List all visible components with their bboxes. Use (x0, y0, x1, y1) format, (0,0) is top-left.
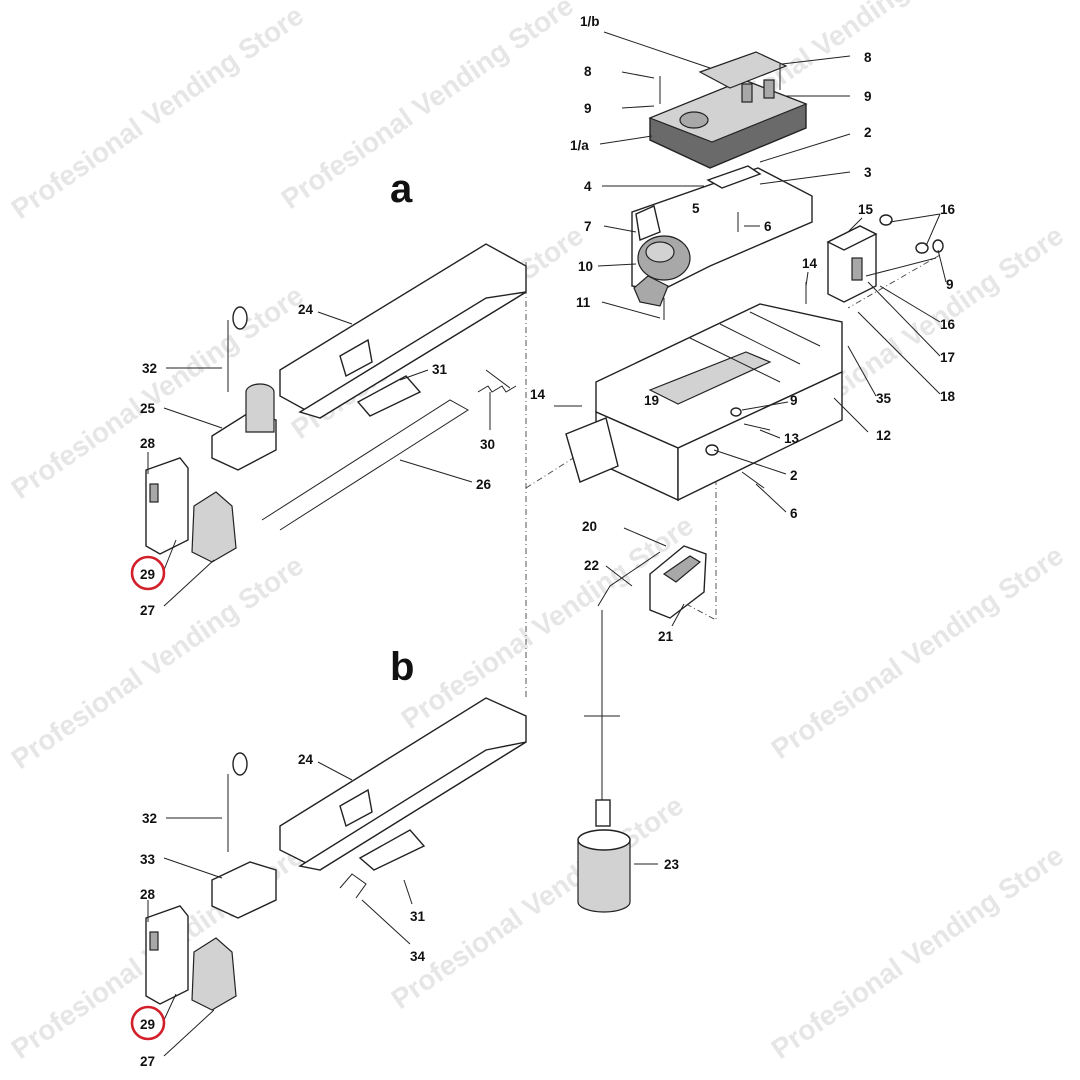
leader-lines-a (147, 311, 491, 607)
part-label: 9 (790, 393, 798, 408)
part-label: 15 (858, 202, 874, 217)
section-a-assembly (145, 243, 527, 563)
part-label: 28 (140, 887, 156, 902)
part-label: 6 (790, 506, 798, 521)
watermark-text: Profesional Vending Store (766, 840, 1069, 1065)
counterweight (577, 799, 631, 913)
motor-gearbox (648, 51, 808, 169)
section-a-label: a (390, 167, 413, 211)
part-label: 10 (578, 259, 593, 274)
leader-lines-b (147, 761, 413, 1057)
part-label: 9 (946, 277, 954, 292)
part-label: 24 (298, 302, 314, 317)
section-b-assembly (145, 697, 527, 1011)
section-b-label: b (390, 645, 414, 689)
part-label: 2 (864, 125, 872, 140)
part-label: 17 (940, 350, 955, 365)
part-label: 29 (140, 1017, 155, 1032)
highlight-circle (130, 1005, 166, 1041)
part-label: 9 (584, 101, 592, 116)
part-label: 20 (582, 519, 597, 534)
part-label: 29 (140, 567, 155, 582)
watermark-text: Profesional Vending Store (396, 510, 699, 735)
part-label: 32 (142, 361, 157, 376)
watermark-text: Profesional Vending Store (6, 550, 309, 775)
hardware-right (554, 214, 944, 489)
watermark-text: Profesional Vending Store (276, 0, 579, 215)
part-label: 2 (790, 468, 798, 483)
part-label: 33 (140, 852, 156, 867)
part-label: 27 (140, 1054, 155, 1069)
part-label: 31 (410, 909, 426, 924)
part-label: 1/a (570, 138, 589, 153)
part-label: 8 (584, 64, 592, 79)
leader-lines (597, 31, 947, 865)
part-label: 19 (644, 393, 659, 408)
housing-body (565, 303, 843, 502)
part-label: 24 (298, 752, 314, 767)
part-label: 25 (140, 401, 156, 416)
clamp-block (826, 225, 878, 303)
part-label: 4 (584, 179, 592, 194)
part-label: 9 (864, 89, 872, 104)
part-labels-b: 24 32 33 28 31 34 29 27 (130, 752, 426, 1069)
part-label: 13 (784, 431, 800, 446)
part-label: 6 (764, 219, 772, 234)
part-label: 34 (410, 949, 426, 964)
lever-assembly (584, 545, 707, 800)
part-label: 23 (664, 857, 680, 872)
part-label: 14 (530, 387, 546, 402)
part-label: 26 (476, 477, 492, 492)
part-label: 12 (876, 428, 891, 443)
part-label: 11 (576, 295, 591, 310)
part-label: 14 (802, 256, 818, 271)
part-label: 8 (864, 50, 872, 65)
part-label: 5 (692, 201, 700, 216)
part-label: 27 (140, 603, 155, 618)
part-label: 35 (876, 391, 892, 406)
part-label: 3 (864, 165, 872, 180)
part-label: 16 (940, 317, 956, 332)
part-label: 1/b (580, 14, 600, 29)
part-label: 21 (658, 629, 674, 644)
part-label: 30 (480, 437, 495, 452)
part-label: 22 (584, 558, 599, 573)
watermark-text: Profesional Vending Store (6, 0, 309, 225)
part-labels-a: 24 32 31 25 30 28 26 29 27 (130, 302, 495, 618)
drive-motor (633, 235, 691, 320)
part-label: 18 (940, 389, 956, 404)
part-label: 7 (584, 219, 592, 234)
part-label: 32 (142, 811, 157, 826)
part-label: 28 (140, 436, 156, 451)
watermark-text: Profesional Vending Store (766, 540, 1069, 765)
highlight-circle (130, 555, 166, 591)
part-labels-right: 1/b 8 8 9 9 1/a 2 4 3 5 6 7 10 15 16 14 … (530, 14, 956, 872)
part-label: 31 (432, 362, 448, 377)
part-label: 16 (940, 202, 956, 217)
watermark-text: Profesional Vending Store (386, 790, 689, 1015)
